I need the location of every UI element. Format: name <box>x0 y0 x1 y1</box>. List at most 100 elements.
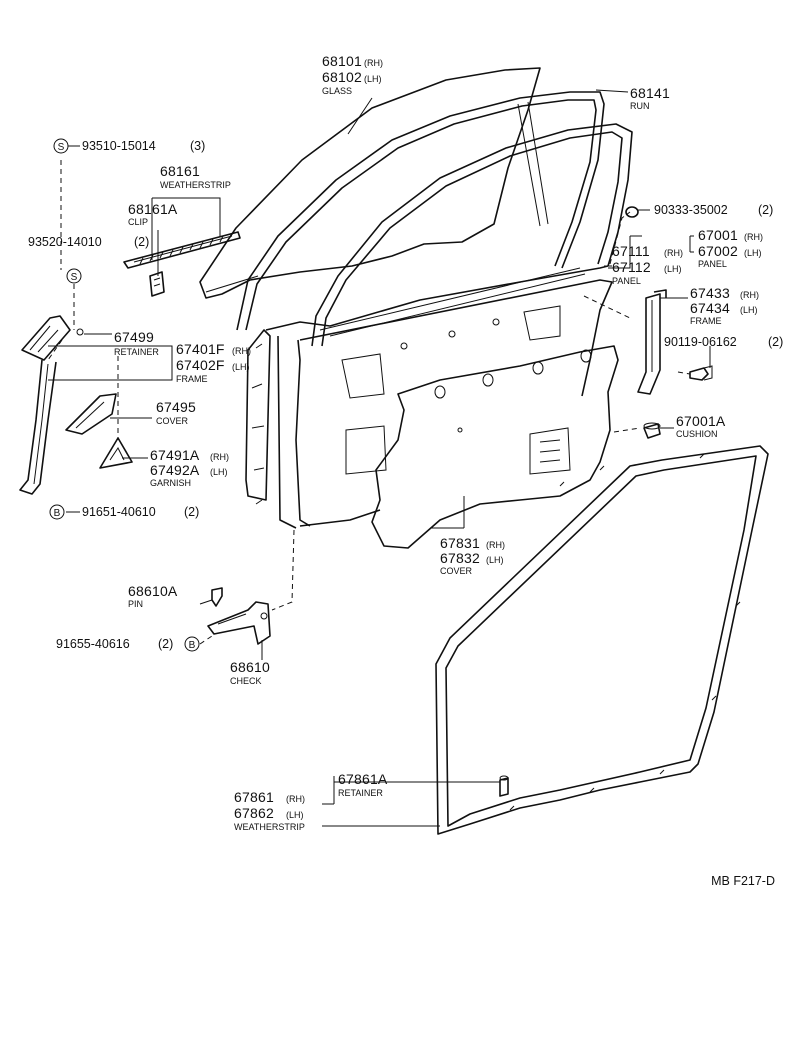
screw-93520-number: 93520-14010 <box>28 235 102 249</box>
frame-67433-lh-side: (LH) <box>740 305 758 315</box>
bolt-91655-qty: (2) <box>158 637 173 651</box>
clip-drawing <box>149 271 165 297</box>
screw-s-qty: (3) <box>190 139 205 153</box>
panel-67111-lh-number: 67112 <box>612 259 651 275</box>
retainer-67861a-drawing <box>499 775 509 797</box>
screw-93520-qty: (2) <box>134 235 149 249</box>
check-number: 68610 <box>230 659 270 675</box>
retainer-67499-number: 67499 <box>114 329 154 345</box>
frame-67401-rh-number: 67401F <box>176 341 225 357</box>
plug-90333-number: 90333-35002 <box>654 203 728 217</box>
panel-67001-name: PANEL <box>698 259 727 269</box>
outer-weatherstrip-number: 68161 <box>160 163 200 179</box>
glass-name: GLASS <box>322 86 352 96</box>
frame-67401-lh-number: 67402F <box>176 357 225 373</box>
cover-67831-rh-number: 67831 <box>440 535 480 551</box>
run-name: RUN <box>630 101 650 111</box>
garnish-drawing <box>99 437 133 469</box>
panel-67111-lh-side: (LH) <box>664 264 682 274</box>
svg-text:B: B <box>189 640 196 651</box>
diagram-code: MB F217-D <box>711 874 775 888</box>
bolt-91651-number: 91651-40610 <box>82 505 156 519</box>
screw-90119-number: 90119-06162 <box>664 335 737 349</box>
symbol-b-left: B <box>49 504 65 520</box>
retainer-67861a-name: RETAINER <box>338 788 383 798</box>
pin-drawing <box>211 587 223 607</box>
symbol-s-top: S <box>53 138 69 154</box>
door-weatherstrip-rh-number: 67861 <box>234 789 274 805</box>
frame-67433-name: FRAME <box>690 316 722 326</box>
garnish-name: GARNISH <box>150 478 191 488</box>
retainer-67499-name: RETAINER <box>114 347 159 357</box>
door-glass-drawing <box>199 67 541 299</box>
front-frame-drawing <box>19 315 84 495</box>
door-shell-holes <box>341 305 561 475</box>
screw-s-number: 93510-15014 <box>82 139 156 153</box>
glass-lh-number: 68102 <box>322 69 362 85</box>
pin-number: 68610A <box>128 583 178 599</box>
panel-67111-name: PANEL <box>612 276 641 286</box>
panel-67001-lh-number: 67002 <box>698 243 738 259</box>
bolt-91651-qty: (2) <box>184 505 199 519</box>
cover-67831-lh-side: (LH) <box>486 555 504 565</box>
door-weatherstrip-rh-side: (RH) <box>286 794 305 804</box>
check-name: CHECK <box>230 676 262 686</box>
garnish-rh-number: 67491A <box>150 447 200 463</box>
garnish-rh-side: (RH) <box>210 452 229 462</box>
run-number: 68141 <box>630 85 670 101</box>
svg-text:B: B <box>54 508 61 519</box>
clip-name: CLIP <box>128 217 148 227</box>
dashed-connectors <box>60 160 691 645</box>
frame-67401-rh-side: (RH) <box>232 346 251 356</box>
glass-rh-side: (RH) <box>364 58 383 68</box>
clip-number: 68161A <box>128 201 178 217</box>
cushion-number: 67001A <box>676 413 726 429</box>
cushion-drawing <box>643 422 661 439</box>
door-weatherstrip-lh-side: (LH) <box>286 810 304 820</box>
glass-rh-number: 68101 <box>322 53 362 69</box>
symbol-s-mid: S <box>66 268 82 284</box>
frame-67401-name: FRAME <box>176 374 208 384</box>
leader-lines <box>48 89 711 827</box>
bolt-91655-number: 91655-40616 <box>56 637 130 651</box>
frame-67401-lh-side: (LH) <box>232 362 250 372</box>
check-link-drawing <box>207 601 271 645</box>
cover-67495-number: 67495 <box>156 399 196 415</box>
panel-67111-rh-side: (RH) <box>664 248 683 258</box>
plug-90333-qty: (2) <box>758 203 773 217</box>
garnish-lh-number: 67492A <box>150 462 200 478</box>
svg-text:S: S <box>71 272 78 283</box>
svg-text:S: S <box>58 142 65 153</box>
plug-90333-drawing <box>625 206 639 218</box>
retainer-67861a-number: 67861A <box>338 771 388 787</box>
symbol-b-bottom: B <box>184 636 200 652</box>
garnish-lh-side: (LH) <box>210 467 228 477</box>
cover-67495-name: COVER <box>156 416 189 426</box>
panel-67001-lh-side: (LH) <box>744 248 762 258</box>
panel-67001-rh-number: 67001 <box>698 227 738 243</box>
door-weatherstrip-drawing <box>435 445 769 835</box>
inner-cover-drawing <box>371 345 619 549</box>
door-frame-drawing <box>245 123 633 529</box>
cover-67495-drawing <box>65 393 117 435</box>
door-weatherstrip-name: WEATHERSTRIP <box>234 822 305 832</box>
screw-90119-drawing <box>689 365 713 381</box>
outer-weatherstrip-name: WEATHERSTRIP <box>160 180 231 190</box>
cover-67831-rh-side: (RH) <box>486 540 505 550</box>
cushion-name: CUSHION <box>676 429 718 439</box>
frame-67433-rh-number: 67433 <box>690 285 730 301</box>
rear-frame-drawing <box>637 289 667 395</box>
glass-run-drawing <box>236 91 605 331</box>
glass-lh-side: (LH) <box>364 74 382 84</box>
screw-90119-qty: (2) <box>768 335 783 349</box>
pin-name: PIN <box>128 599 143 609</box>
cover-67831-lh-number: 67832 <box>440 550 480 566</box>
outer-weatherstrip-drawing <box>123 231 241 269</box>
panel-67111-rh-number: 67111 <box>612 243 650 259</box>
door-weatherstrip-lh-number: 67862 <box>234 805 274 821</box>
cover-67831-name: COVER <box>440 566 473 576</box>
frame-67433-rh-side: (RH) <box>740 290 759 300</box>
panel-67001-rh-side: (RH) <box>744 232 763 242</box>
frame-67433-lh-number: 67434 <box>690 300 730 316</box>
